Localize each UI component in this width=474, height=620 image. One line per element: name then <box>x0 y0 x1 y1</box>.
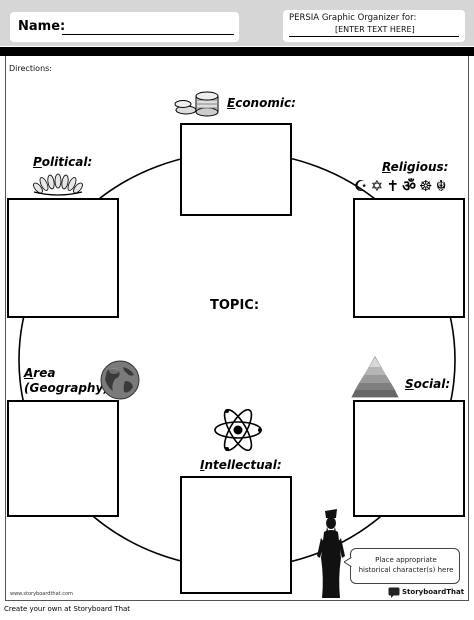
storyboard-logo: StoryboardThat <box>388 587 464 598</box>
area-label-rest: rea <box>33 366 56 380</box>
directions-label: Directions: <box>9 64 53 73</box>
speech-bubble-tail <box>344 557 352 567</box>
religious-label: Religious: <box>382 160 448 174</box>
name-line <box>62 34 234 35</box>
area-box[interactable] <box>7 400 119 517</box>
religious-label-cap: R <box>382 160 391 174</box>
social-box[interactable] <box>353 400 465 517</box>
organizer-line <box>289 36 459 37</box>
page-frame <box>5 56 469 601</box>
globe-icon <box>100 360 140 400</box>
political-box[interactable] <box>7 198 119 318</box>
social-label-cap: S <box>405 377 414 391</box>
speech-bubble[interactable]: Place appropriate historical character(s… <box>344 548 461 584</box>
religious-symbols-icon: ☪ ✡ ✝ ॐ ☸ ☬ <box>354 177 446 195</box>
topic-label: TOPIC: <box>210 298 260 313</box>
religious-box[interactable] <box>353 198 465 318</box>
social-pyramid-icon <box>351 356 399 398</box>
area-label-cap: A <box>24 366 34 380</box>
storyboard-url: www.storyboardthat.com <box>10 591 73 597</box>
economic-box[interactable] <box>180 123 292 216</box>
economic-label-cap: E <box>227 96 236 110</box>
political-label-rest: olitical: <box>41 155 93 169</box>
area-label: Area (Geography): <box>24 366 114 396</box>
speech-bubble-line2: historical character(s) here <box>358 566 454 574</box>
intellectual-label-cap: I <box>200 458 205 472</box>
storyboard-logo-icon <box>388 587 400 598</box>
intellectual-box[interactable] <box>180 476 292 594</box>
political-label-cap: P <box>33 155 42 169</box>
organizer-title: PERSIA Graphic Organizer for: <box>289 13 417 23</box>
speech-bubble-line1: Place appropriate <box>375 556 437 564</box>
atom-icon <box>214 408 262 452</box>
economic-label: Economic: <box>227 96 296 110</box>
storyboard-logo-text: StoryboardThat <box>402 588 465 596</box>
laurel-wreath-icon <box>33 173 83 196</box>
header-band: Name: PERSIA Graphic Organizer for: [ENT… <box>0 0 474 46</box>
political-label: Political: <box>33 155 92 169</box>
coins-icon <box>174 91 219 117</box>
name-label: Name: <box>18 19 66 34</box>
organizer-placeholder[interactable]: [ENTER TEXT HERE] <box>335 25 415 34</box>
historical-character-figure <box>317 509 345 598</box>
speech-bubble-text: Place appropriate historical character(s… <box>351 555 461 575</box>
header-divider-bar <box>0 47 474 56</box>
area-label-line2: (Geography): <box>24 381 114 395</box>
intellectual-label-rest: ntellectual: <box>204 458 282 472</box>
area-label-line1: Area <box>24 366 114 381</box>
name-field[interactable]: Name: <box>10 12 239 42</box>
social-label: Social: <box>405 377 450 391</box>
footer-credit[interactable]: Create your own at Storyboard That <box>4 605 131 613</box>
economic-label-rest: conomic: <box>235 96 296 110</box>
intellectual-label: Intellectual: <box>200 458 282 472</box>
religious-label-rest: eligious: <box>390 160 449 174</box>
organizer-title-field[interactable]: PERSIA Graphic Organizer for: [ENTER TEX… <box>283 10 465 42</box>
social-label-rest: ocial: <box>413 377 451 391</box>
